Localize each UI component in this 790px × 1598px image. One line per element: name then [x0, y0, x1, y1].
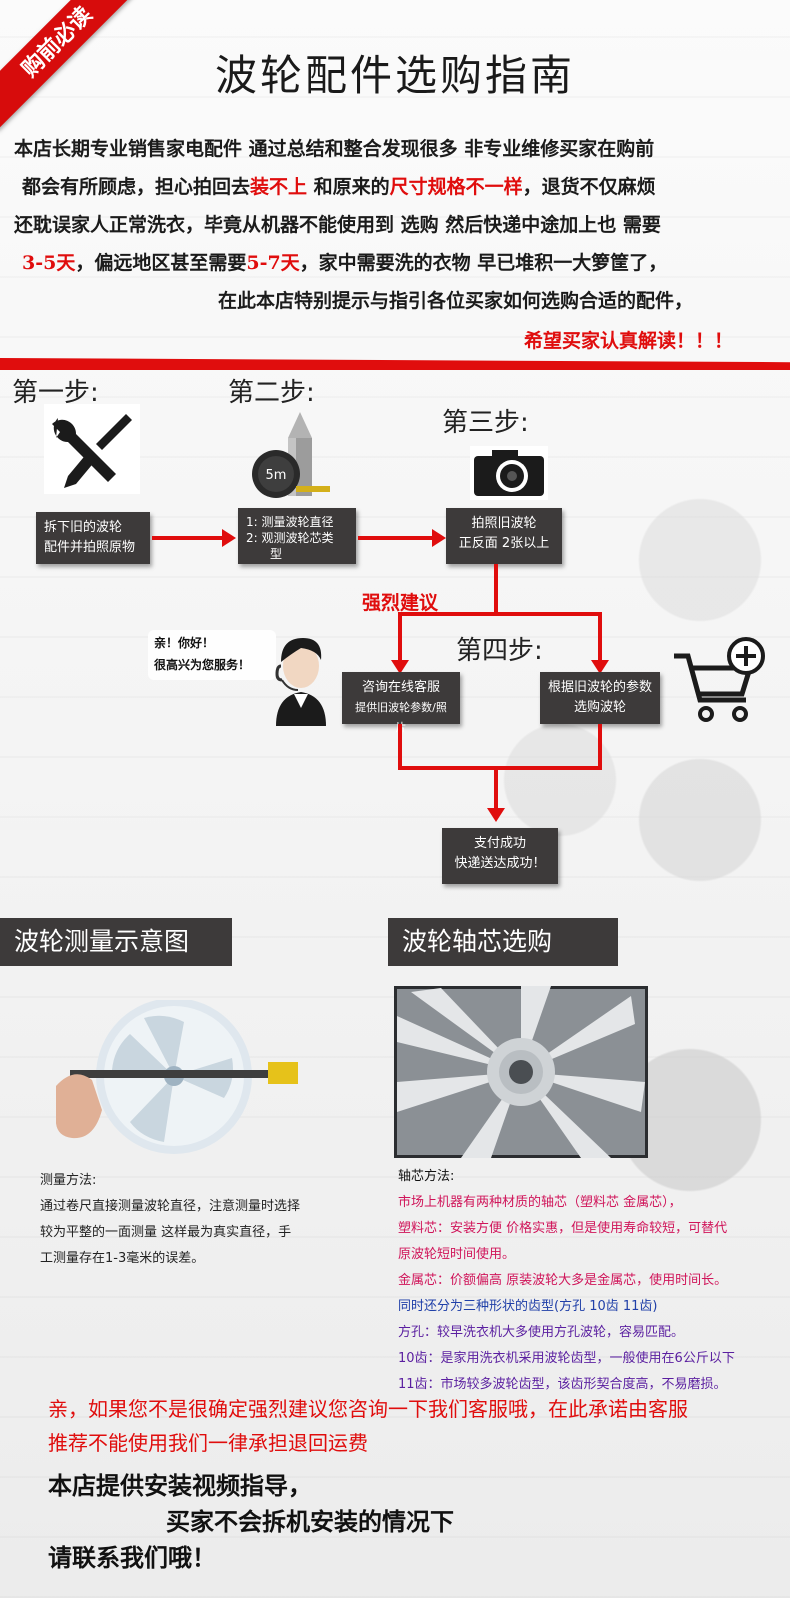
customer-service-avatar-icon — [275, 638, 326, 726]
step-3-box: 拍照旧波轮 正反面 2张以上 — [446, 508, 562, 564]
axis-line-5: 同时还分为三种形状的齿型(方孔 10齿 11齿) — [398, 1299, 658, 1314]
measure-line-1: 通过卷尺直接测量波轮直径，注意测量时选择 — [40, 1199, 301, 1214]
install-guide-line-2: 买家不会拆机安装的情况下 — [166, 1508, 454, 1536]
intro-line-1: 本店长期专业销售家电配件 通过总结和整合发现很多 非专业维修买家在购前 — [14, 138, 655, 160]
install-guide-line-3: 请联系我们哦！ — [48, 1544, 216, 1572]
branch-arrow-left — [391, 612, 409, 674]
intro-line-3: 还耽误家人正常洗衣，毕竟从机器不能使用到 选购 然后快递中途加上也 需要 — [14, 214, 661, 236]
axis-section-title: 波轮轴芯选购 — [388, 918, 618, 966]
axis-line-7: 10齿：是家用洗衣机采用波轮齿型，一般使用在6公斤以下 — [398, 1351, 735, 1366]
axis-line-4: 金属芯：价额偏高 原装波轮大多是金属芯，使用时间长。 — [398, 1273, 728, 1288]
axis-line-3: 原波轮短时间使用。 — [398, 1247, 516, 1262]
measure-method-heading: 测量方法: — [40, 1173, 97, 1188]
merge-line-left — [398, 724, 402, 768]
axis-core-image — [394, 986, 648, 1158]
page-title: 波轮配件选购指南 — [214, 51, 575, 100]
merge-arrow-down — [487, 766, 505, 822]
measure-section-title: 波轮测量示意图 — [0, 918, 232, 966]
shopping-cart-icon — [674, 637, 765, 722]
tools-icon — [44, 404, 140, 494]
step-1-label: 第一步: — [12, 378, 99, 408]
axis-line-1: 市场上机器有两种材质的轴芯（塑料芯 金属芯）， — [398, 1195, 682, 1210]
greeting-bubble: 亲！你好！ 很高兴为您服务！ — [148, 630, 276, 680]
branch-line-down — [494, 564, 498, 614]
measure-line-3: 工测量存在1-3毫米的误差。 — [40, 1251, 205, 1266]
merge-line-right — [598, 724, 602, 768]
axis-method-heading: 轴芯方法: — [398, 1169, 455, 1184]
select-by-params-box: 根据旧波轮的参数 选购波轮 — [540, 672, 660, 724]
intro-line-4: 3-5天，偏远地区甚至需要5-7天，家中需要洗的衣物 早已堆积一大箩筐了， — [22, 252, 668, 274]
step-2-label: 第二步: — [228, 378, 315, 408]
arrow-2-3 — [358, 529, 446, 547]
step-2-box: 1: 测量波轮直径 2: 观测波轮芯类 型 — [238, 508, 356, 564]
camera-icon — [470, 446, 548, 500]
measure-line-2: 较为平整的一面测量 这样最为真实直径，手 — [40, 1225, 292, 1240]
arrow-1-2 — [152, 529, 236, 547]
axis-line-6: 方孔：较早洗衣机大多使用方孔波轮，容易匹配。 — [398, 1325, 685, 1340]
consult-service-box: 咨询在线客服 提供旧波轮参数/照片 — [342, 672, 460, 734]
merge-line-horizontal — [398, 766, 602, 770]
intro-line-6: 希望买家认真解读！！！ — [524, 330, 734, 352]
svg-text:5m: 5m — [266, 468, 287, 483]
branch-line-horizontal — [398, 612, 602, 616]
step-4-label: 第四步: — [456, 636, 543, 666]
axis-line-2: 塑料芯：安装方便 价格实惠，但是使用寿命较短，可替代 — [398, 1221, 728, 1236]
step-1-box: 拆下旧的波轮 配件并拍照原物 — [36, 512, 150, 564]
tape-measure-icon: 5m — [252, 412, 330, 498]
axis-line-8: 11齿：市场较多波轮齿型，该齿形契合度高，不易磨损。 — [398, 1377, 727, 1392]
refund-note-line-1: 亲，如果您不是很确定强烈建议您咨询一下我们客服哦，在此承诺由客服 — [48, 1397, 688, 1421]
intro-line-2: 都会有所顾虑，担心拍回去装不上 和原来的尺寸规格不一样，退货不仅麻烦 — [22, 176, 656, 198]
payment-success-box: 支付成功 快递送达成功！ — [442, 828, 558, 884]
strong-suggestion-label: 强烈建议 — [362, 592, 439, 614]
intro-line-5: 在此本店特别提示与指引各位买家如何选购合适的配件， — [218, 290, 694, 312]
branch-arrow-right — [591, 612, 609, 674]
refund-note-line-2: 推荐不能使用我们一律承担退回运费 — [48, 1431, 368, 1455]
impeller-measure-image — [56, 1000, 298, 1154]
install-guide-line-1: 本店提供安装视频指导， — [48, 1472, 312, 1500]
step-3-label: 第三步: — [442, 408, 529, 438]
